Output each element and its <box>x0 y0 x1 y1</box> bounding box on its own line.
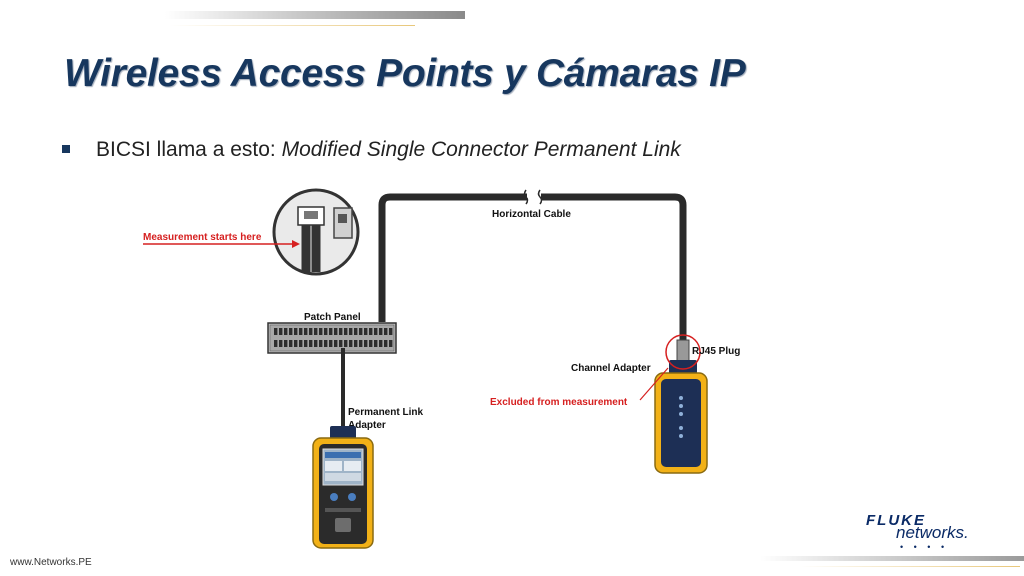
patch-panel-port <box>289 328 293 335</box>
patch-panel-port <box>274 340 278 347</box>
patch-panel-port <box>314 328 318 335</box>
patch-panel-port <box>329 340 333 347</box>
patch-panel-port <box>344 328 348 335</box>
patch-panel-port <box>309 328 313 335</box>
patch-panel-port <box>279 328 283 335</box>
slide-title: Wireless Access Points y Cámaras IP <box>64 52 746 95</box>
patch-panel-port <box>274 328 278 335</box>
permanent-link-label-line2: Adapter <box>348 420 386 431</box>
patch-panel-port <box>324 340 328 347</box>
rj45-highlight-circle <box>665 334 701 370</box>
fluke-logo-bottom: networks. <box>896 523 969 542</box>
patch-panel-port <box>334 340 338 347</box>
patch-panel <box>267 322 397 354</box>
fluke-logo-top: FLUKE <box>866 512 926 529</box>
measurement-arrow-icon <box>292 240 300 248</box>
patch-panel-port <box>384 328 388 335</box>
cable-break-mark-left <box>523 189 529 205</box>
excluded-pointer-line <box>639 367 669 401</box>
patch-panel-port <box>294 340 298 347</box>
remote-tester-device <box>654 339 708 474</box>
patch-panel-port <box>294 328 298 335</box>
patch-panel-port <box>304 328 308 335</box>
patch-panel-port <box>339 340 343 347</box>
top-decorative-bar <box>165 11 465 19</box>
magnified-connection-callout <box>272 188 360 276</box>
patch-panel-port <box>319 340 323 347</box>
top-decorative-line <box>170 25 415 26</box>
patch-panel-port <box>369 340 373 347</box>
patch-panel-port <box>299 340 303 347</box>
patch-panel-port <box>299 328 303 335</box>
patch-panel-port <box>379 328 383 335</box>
patch-panel-port <box>364 328 368 335</box>
patch-panel-port <box>289 340 293 347</box>
cable-break-mark-right <box>537 189 543 205</box>
logo-dots-icon: • • • • <box>900 542 949 552</box>
patch-panel-port <box>354 340 358 347</box>
bullet-square-icon <box>62 145 70 153</box>
patch-panel-port <box>339 328 343 335</box>
patch-panel-label: Patch Panel <box>304 312 361 323</box>
channel-adapter-label: Channel Adapter <box>571 363 651 374</box>
patch-panel-port <box>369 328 373 335</box>
patch-panel-port <box>284 340 288 347</box>
patch-panel-port <box>374 340 378 347</box>
rj45-plug-label: RJ45 Plug <box>692 346 740 357</box>
bullet-prefix: BICSI llama a esto: <box>96 138 282 161</box>
bottom-decorative-line <box>800 566 1020 567</box>
patch-panel-port <box>359 340 363 347</box>
footer-website: www.Networks.PE <box>10 557 92 568</box>
patch-panel-port <box>364 340 368 347</box>
patch-panel-port <box>389 328 393 335</box>
bullet-emphasis: Modified Single Connector Permanent Link <box>281 138 681 161</box>
patch-panel-port <box>279 340 283 347</box>
patch-panel-port <box>349 328 353 335</box>
patch-panel-port <box>359 328 363 335</box>
measurement-starts-label: Measurement starts here <box>143 232 262 243</box>
patch-panel-port <box>354 328 358 335</box>
horizontal-cable-label: Horizontal Cable <box>492 209 571 220</box>
main-tester-device <box>312 426 374 549</box>
patch-panel-port <box>319 328 323 335</box>
excluded-measurement-label: Excluded from measurement <box>490 397 628 408</box>
patch-panel-port <box>309 340 313 347</box>
patch-panel-port <box>379 340 383 347</box>
patch-panel-port <box>314 340 318 347</box>
patch-panel-port <box>329 328 333 335</box>
patch-panel-port <box>389 340 393 347</box>
patch-panel-port <box>324 328 328 335</box>
cable-break-gap <box>527 188 541 206</box>
patch-panel-port <box>284 328 288 335</box>
permanent-link-label: Permanent Link <box>348 407 423 418</box>
patch-panel-ports-top <box>274 328 393 335</box>
patch-panel-port <box>349 340 353 347</box>
patch-panel-port <box>344 340 348 347</box>
patch-panel-port <box>384 340 388 347</box>
patch-panel-port <box>374 328 378 335</box>
patch-panel-ports-bottom <box>274 340 393 347</box>
patch-panel-port <box>304 340 308 347</box>
patch-panel-port <box>334 328 338 335</box>
bottom-decorative-bar <box>760 556 1024 561</box>
bullet-item: BICSI llama a esto: Modified Single Conn… <box>62 138 681 162</box>
